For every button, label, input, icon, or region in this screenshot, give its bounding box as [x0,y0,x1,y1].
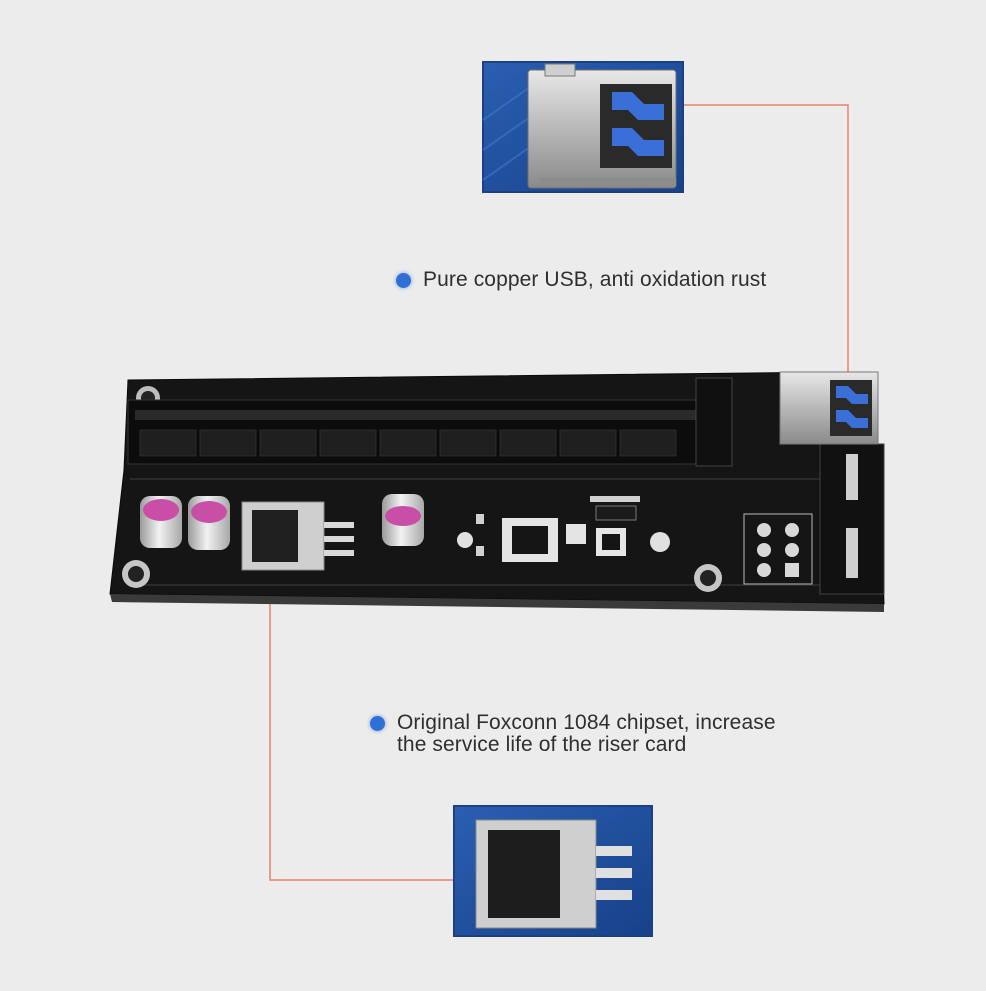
feature-usb: Pure copper USB, anti oxidation rust [396,269,766,291]
power-connector [819,443,885,595]
usb-closeup-inset [482,61,684,193]
chipset-closeup-inset [453,805,653,937]
feature-line: Pure copper USB, anti oxidation rust [423,268,767,291]
bullet-icon [396,273,411,288]
riser-pcb [109,371,885,612]
leader-line-usb [684,104,849,372]
feature-text: Original Foxconn 1084 chipset, increase … [397,712,776,756]
feature-chipset: Original Foxconn 1084 chipset, increase … [370,712,776,756]
pcie-x16-slot [127,377,733,467]
electrolytic-capacitors [140,494,424,550]
six-pin-power-header [743,513,813,585]
feature-line: Original Foxconn 1084 chipset, increase [397,711,776,734]
usb3-port [779,371,879,445]
feature-line: the service life of the riser card [397,733,687,756]
bullet-icon [370,716,385,731]
smd-components [457,496,670,562]
feature-text: Pure copper USB, anti oxidation rust [423,269,766,291]
leader-line-chipset [269,604,454,881]
voltage-regulator-u1 [241,501,354,571]
